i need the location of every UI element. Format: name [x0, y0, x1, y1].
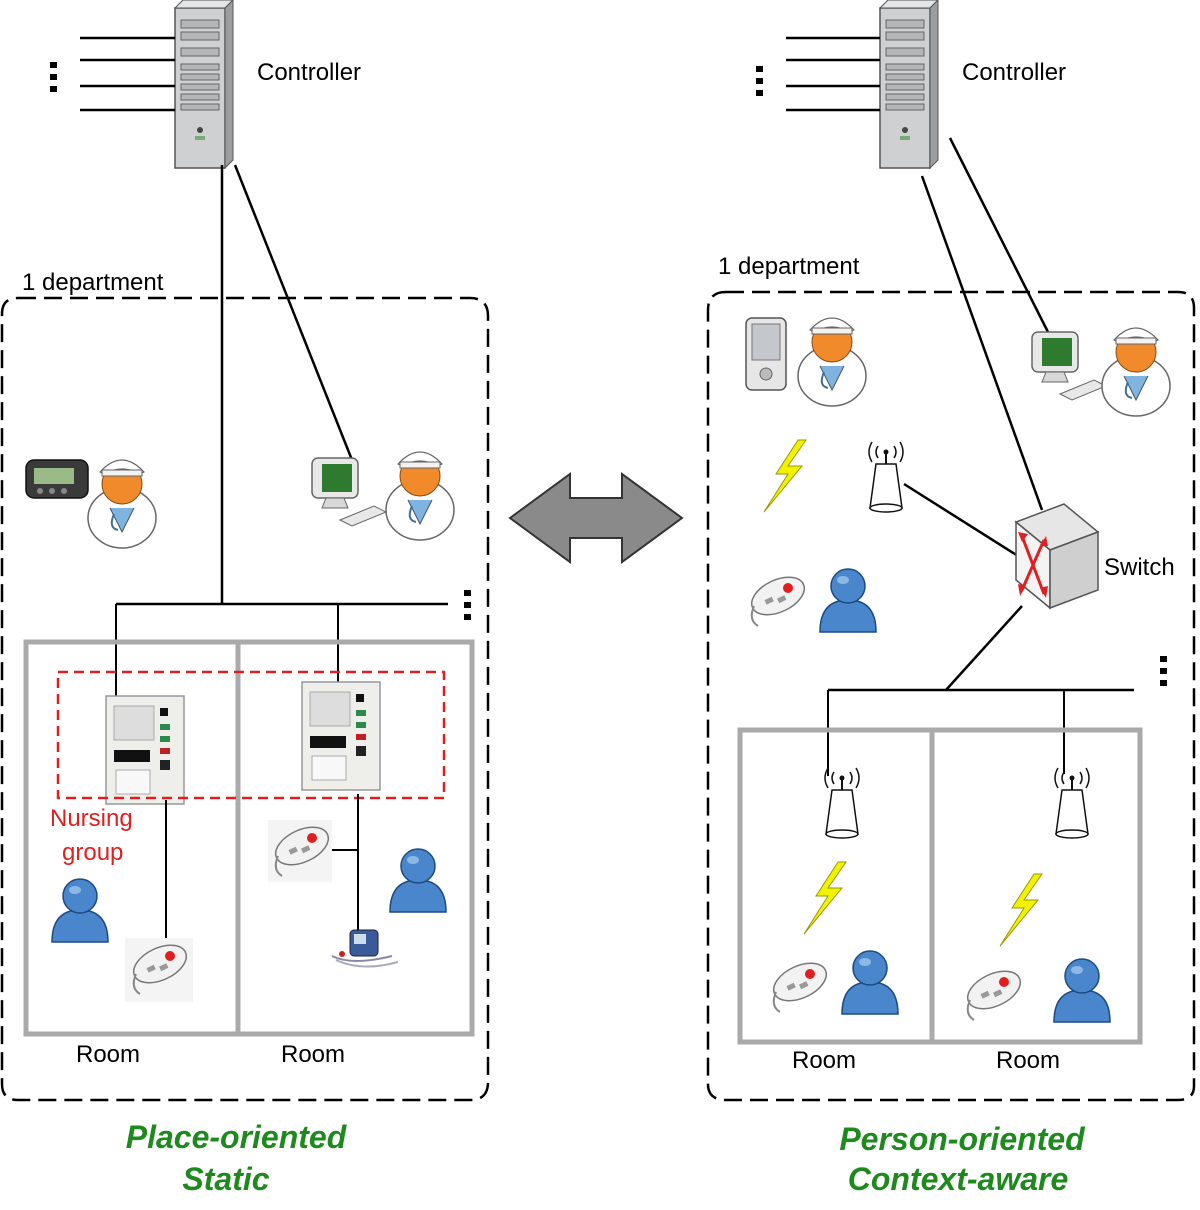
left-panel: Controller 1 department Nursing group	[0, 0, 490, 1197]
left-department-label: 1 department	[22, 269, 164, 296]
nursing-group-box	[56, 670, 446, 800]
right-access-point-room1	[824, 767, 860, 839]
transition-double-arrow	[508, 472, 684, 564]
right-lightning-1	[763, 439, 807, 513]
left-department-box	[0, 296, 490, 1102]
right-server-links	[786, 36, 880, 112]
left-room-2	[235, 639, 475, 1037]
left-room-label-1: Room	[76, 1041, 140, 1068]
network-switch	[1014, 503, 1100, 610]
nursing-group-label-line1: Nursing	[50, 805, 133, 832]
left-patient-room2	[389, 848, 447, 913]
right-room-2	[929, 727, 1143, 1045]
left-ellipsis-bus	[464, 590, 471, 620]
left-remote-room2	[268, 818, 336, 882]
left-ellipsis-top	[50, 62, 57, 92]
left-controller-label: Controller	[257, 59, 361, 86]
left-pager	[25, 459, 89, 499]
right-access-point-1	[868, 441, 904, 513]
right-room-label-1: Room	[792, 1047, 856, 1074]
left-patient-room1	[51, 878, 109, 943]
right-lightning-room1	[803, 861, 847, 935]
right-controller-server	[879, 0, 939, 169]
right-patient-room1	[841, 950, 899, 1015]
left-room-label-2: Room	[281, 1041, 345, 1068]
left-server-links	[80, 36, 175, 112]
right-ellipsis-top	[756, 66, 763, 96]
right-panel: Controller 1 department	[706, 0, 1196, 1197]
right-patient-room2	[1053, 958, 1111, 1023]
right-nurse-computer	[1101, 327, 1171, 417]
left-caption-line2: Static	[182, 1161, 269, 1197]
right-patient-dept	[819, 568, 877, 633]
right-computer	[1031, 331, 1107, 401]
left-computer	[311, 457, 387, 527]
right-ellipsis-bus	[1160, 656, 1167, 686]
right-pda	[745, 317, 787, 391]
left-controller-server	[174, 0, 234, 169]
nursing-group-label-line2: group	[62, 839, 123, 866]
left-terminal-2	[301, 681, 381, 791]
right-lightning-room2	[999, 873, 1043, 947]
left-remote-room1	[125, 936, 194, 1002]
right-room-1	[737, 727, 935, 1045]
right-department-box	[706, 290, 1196, 1102]
right-remote-dept	[744, 568, 812, 627]
right-department-label: 1 department	[718, 253, 860, 280]
right-room-label-2: Room	[996, 1047, 1060, 1074]
infusion-pump	[331, 929, 399, 968]
right-caption-line1: Person-oriented	[839, 1121, 1086, 1157]
right-remote-room1	[766, 954, 834, 1013]
right-remote-room2	[960, 962, 1028, 1021]
left-nurse-computer	[385, 451, 455, 541]
right-nurse-pda	[797, 317, 867, 407]
left-terminal-1	[105, 695, 185, 805]
left-nurse-pager	[87, 459, 157, 549]
switch-label: Switch	[1104, 554, 1175, 581]
right-controller-label: Controller	[962, 59, 1066, 86]
right-access-point-room2	[1054, 767, 1090, 839]
left-caption-line1: Place-oriented	[126, 1119, 348, 1155]
right-caption-line2: Context-aware	[848, 1161, 1069, 1197]
